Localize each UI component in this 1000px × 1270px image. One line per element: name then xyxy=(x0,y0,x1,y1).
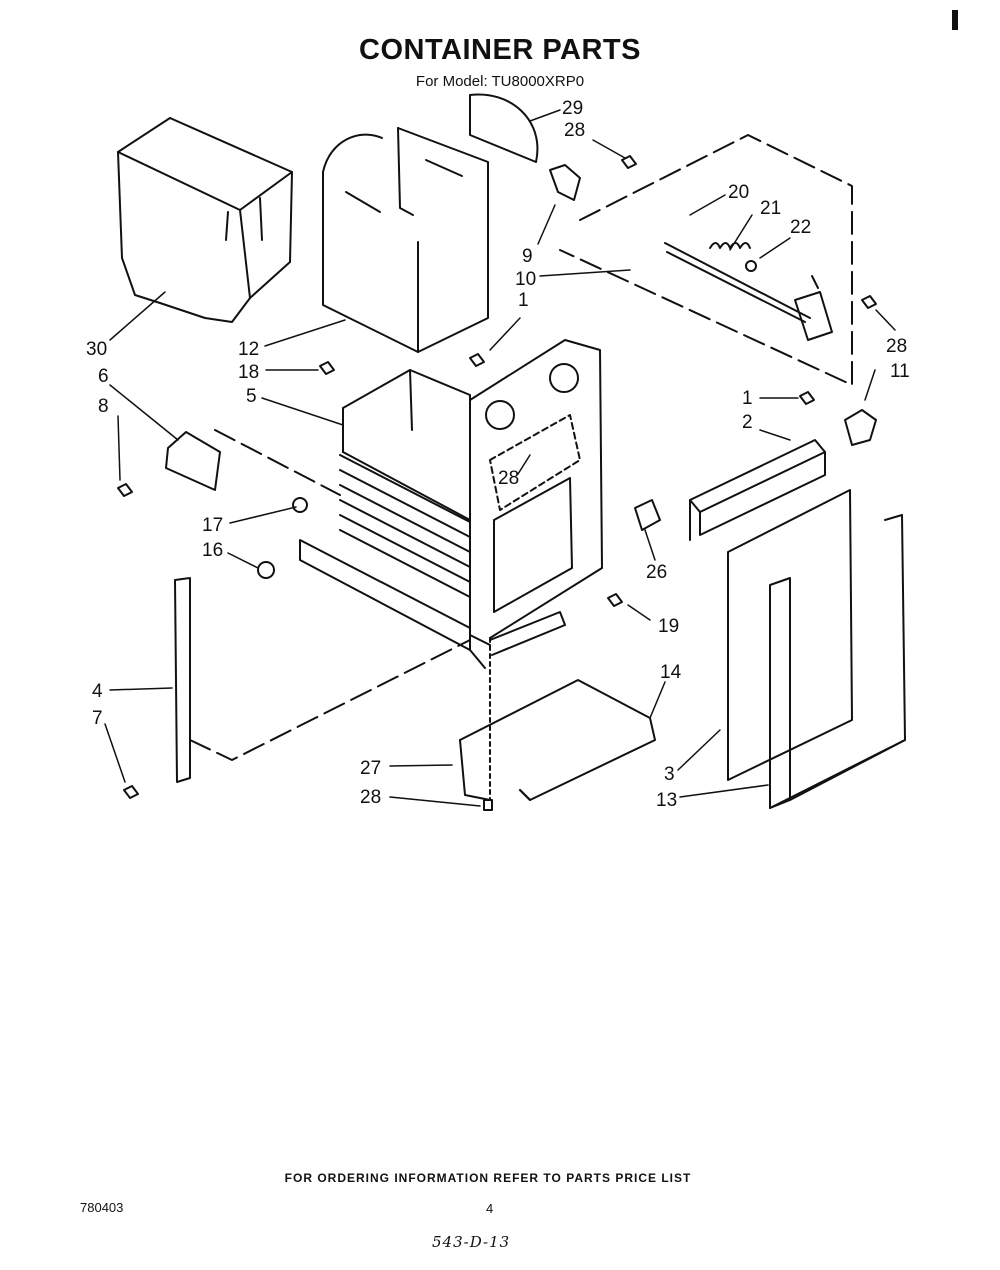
callout-20: 20 xyxy=(728,182,749,203)
callout-19: 19 xyxy=(658,616,679,637)
part-6-bracket xyxy=(165,431,221,491)
part-14-27-toe-plate xyxy=(459,637,656,801)
part-4-side-rail xyxy=(174,577,471,783)
page-title: CONTAINER PARTS xyxy=(359,34,641,66)
model-subtitle: For Model: TU8000XRP0 xyxy=(415,73,585,90)
part-11-latch xyxy=(844,409,877,446)
part-26-clip xyxy=(634,499,661,531)
callout-27: 27 xyxy=(360,758,381,779)
callout-17: 17 xyxy=(202,515,223,536)
dashed-line-bracket xyxy=(214,429,341,496)
callout-9: 9 xyxy=(522,246,533,267)
part-20-22-rod-spring xyxy=(664,242,833,341)
callout-3: 3 xyxy=(664,764,675,785)
callout-6: 6 xyxy=(98,366,109,387)
callout-13: 13 xyxy=(656,790,677,811)
callout-28-right: 28 xyxy=(886,336,907,357)
part-12-liner xyxy=(322,127,489,353)
ordering-info-footer: FOR ORDERING INFORMATION REFER TO PARTS … xyxy=(284,1171,692,1185)
callout-14: 14 xyxy=(660,662,682,683)
part-3-glass xyxy=(727,489,853,781)
callout-26: 26 xyxy=(646,562,667,583)
part-2-rail xyxy=(689,439,826,541)
callout-28-center: 28 xyxy=(498,468,519,489)
part-13-door-frame xyxy=(769,514,906,809)
callout-10: 10 xyxy=(515,269,536,290)
callout-21: 21 xyxy=(760,198,781,219)
callout-30: 30 xyxy=(86,339,107,360)
part-9-bracket xyxy=(549,164,581,201)
dashed-outline-door xyxy=(559,134,853,386)
callout-1-right: 1 xyxy=(742,388,753,409)
callout-11: 11 xyxy=(890,361,910,382)
callout-1-top: 1 xyxy=(518,290,529,311)
part-30-bag xyxy=(117,117,293,323)
part-29-gasket xyxy=(469,93,539,163)
callout-16: 16 xyxy=(202,540,223,561)
leader-lines xyxy=(104,109,896,807)
callout-18: 18 xyxy=(238,362,259,383)
callout-2: 2 xyxy=(742,412,753,433)
scan-corner-mark xyxy=(952,10,958,30)
callout-29: 29 xyxy=(562,98,583,119)
document-code: 780403 xyxy=(80,1200,124,1215)
callout-28-bottom: 28 xyxy=(360,787,381,808)
fastener-screws xyxy=(117,155,877,811)
page-number: 4 xyxy=(486,1201,494,1216)
callout-12: 12 xyxy=(238,339,259,360)
handwritten-reference: 543-D-13 xyxy=(432,1233,511,1251)
callout-8: 8 xyxy=(98,396,109,417)
callout-labels: 29 28 20 21 22 9 10 1 30 12 28 6 18 11 5… xyxy=(86,98,910,811)
callout-22: 22 xyxy=(790,217,811,238)
callout-5: 5 xyxy=(246,386,257,407)
callout-28-top: 28 xyxy=(564,120,585,141)
callout-7: 7 xyxy=(92,708,103,729)
part-bottom-runners xyxy=(299,539,566,669)
callout-4: 4 xyxy=(92,681,103,702)
part-back-panel xyxy=(469,339,603,646)
